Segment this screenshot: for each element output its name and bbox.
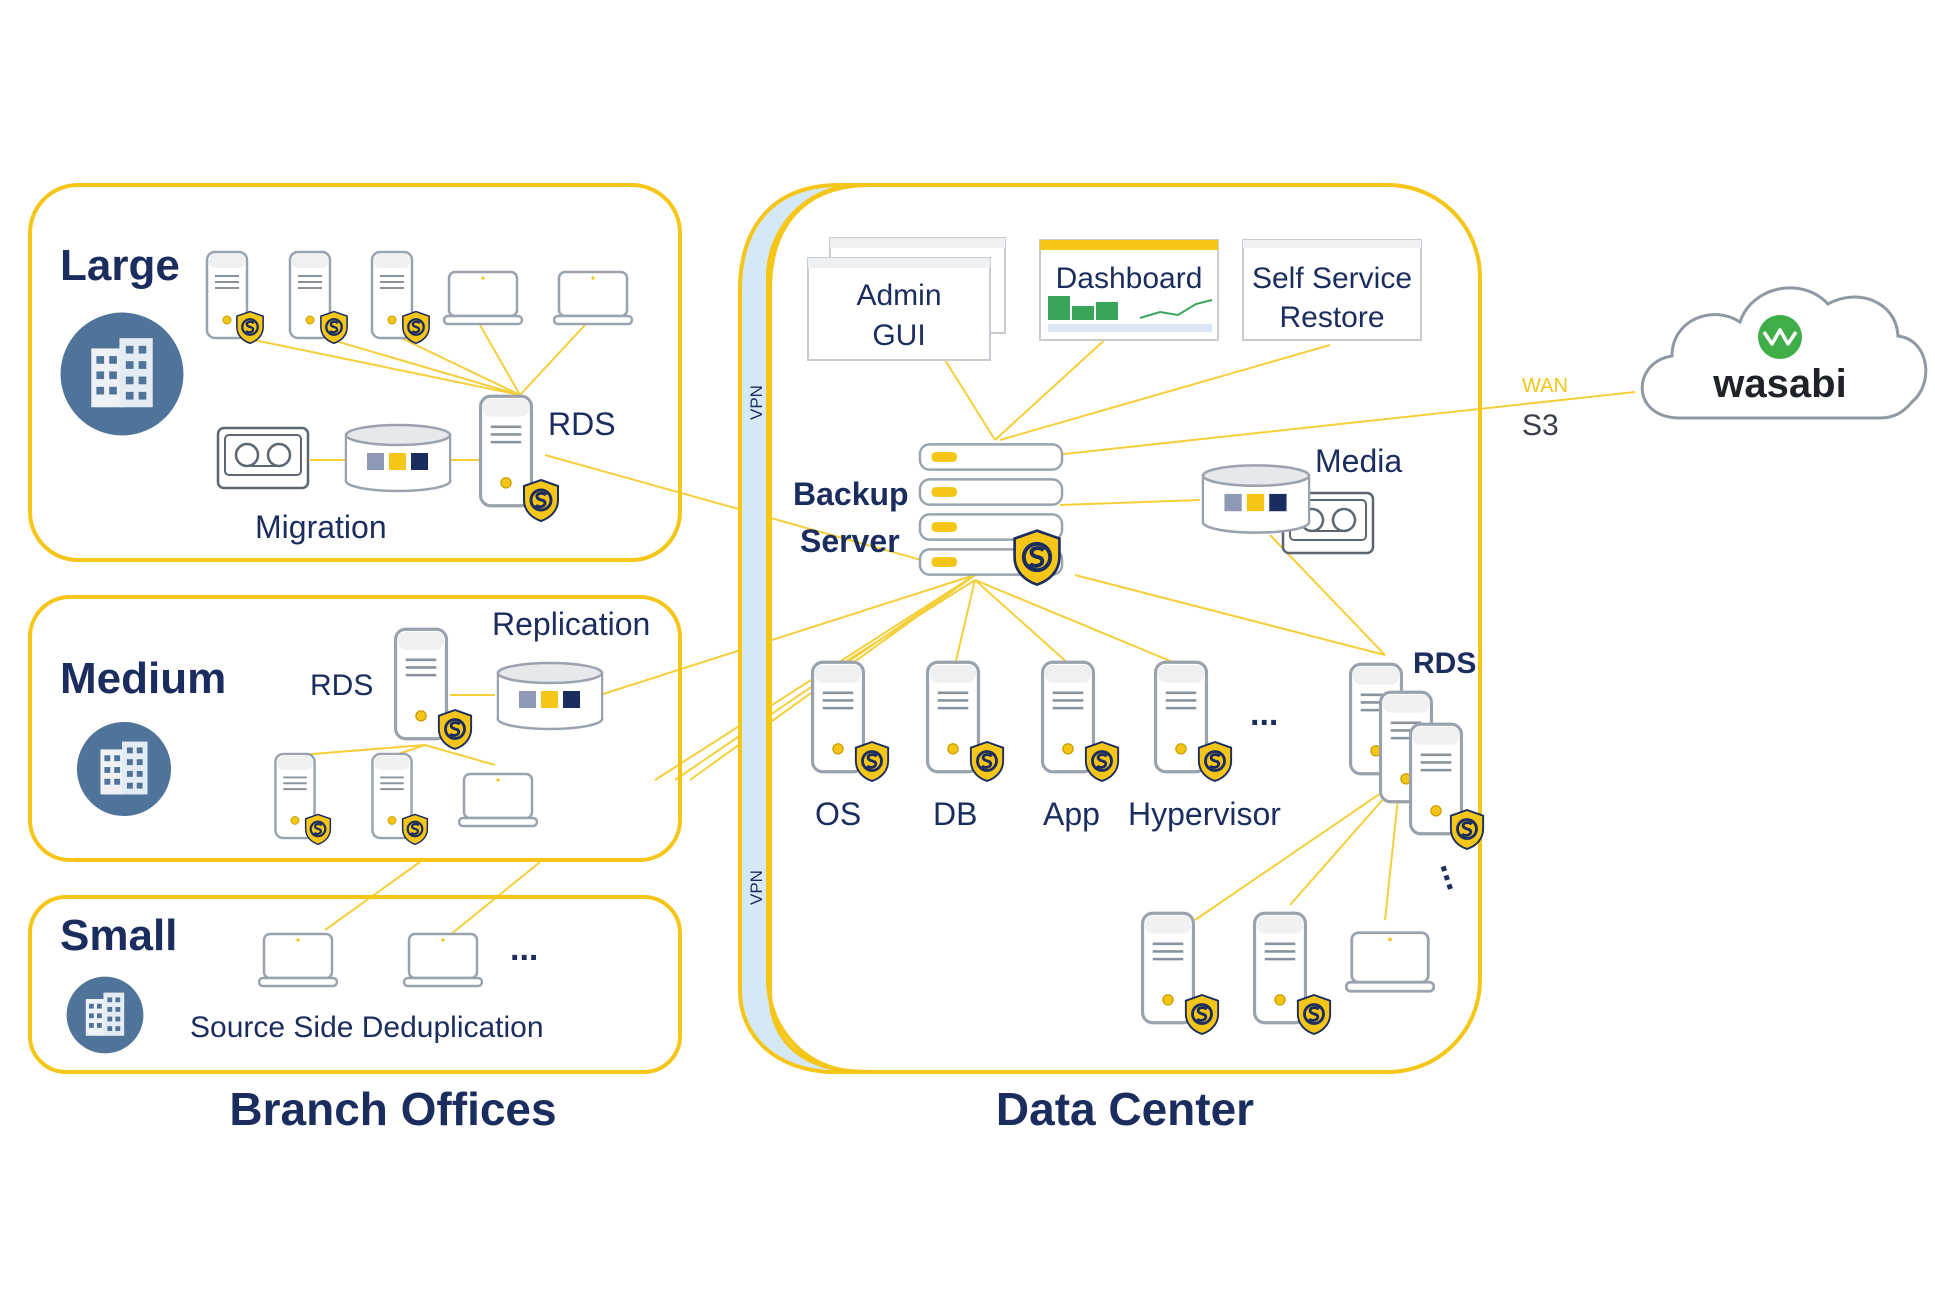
- backup-label-line2: Server: [800, 523, 900, 559]
- backup-label-line1: Backup: [793, 476, 909, 512]
- shield-icon: [437, 708, 473, 750]
- replication-label: Replication: [492, 606, 650, 642]
- laptop-icon: [258, 932, 338, 988]
- laptop-icon: [458, 772, 538, 828]
- self-service-line1: Self Service: [1252, 262, 1412, 295]
- small-office-label: Small: [60, 911, 177, 960]
- shield-icon: [401, 310, 431, 344]
- shield-icon: [1197, 740, 1233, 782]
- backup-shield-icon: [1015, 531, 1060, 585]
- vpn-label-bottom: VPN: [747, 870, 766, 905]
- data-center-box: [766, 183, 1482, 1074]
- small-office-box: [28, 895, 682, 1074]
- medium-rds-label: RDS: [310, 669, 373, 702]
- migration-label: Migration: [255, 509, 387, 545]
- large-rds-label: RDS: [548, 406, 616, 442]
- tape-drive-icon: [216, 426, 310, 490]
- laptop-icon: [443, 270, 523, 326]
- shield-icon: [304, 813, 332, 845]
- medium-office-label: Medium: [60, 654, 226, 703]
- app-label: App: [1043, 796, 1100, 832]
- os-label: OS: [815, 796, 861, 832]
- building-medium-icon: [76, 721, 172, 817]
- shield-icon: [401, 813, 429, 845]
- s3-label: S3: [1522, 409, 1559, 442]
- branch-offices-group: [28, 183, 682, 1074]
- vpn-label-top: VPN: [747, 385, 766, 420]
- hypervisor-label: Hypervisor: [1128, 796, 1281, 832]
- shield-icon: [1449, 808, 1485, 850]
- servers-more-ellipsis: ...: [1250, 695, 1278, 733]
- shield-icon: [319, 310, 349, 344]
- shield-icon: [1296, 993, 1332, 1035]
- dc-rds-label: RDS: [1413, 647, 1476, 680]
- backup-server: Backup Server: [793, 443, 1064, 585]
- admin-gui-line1: Admin: [856, 279, 941, 312]
- admin-gui-window: Admin GUI: [807, 237, 1006, 361]
- shield-icon: [1184, 993, 1220, 1035]
- self-service-window: Self Service Restore: [1242, 239, 1422, 341]
- large-office-box: [28, 183, 682, 562]
- data-center-group: VPN VPN: [738, 183, 1482, 1074]
- data-center-title: Data Center: [996, 1083, 1254, 1135]
- dashboard-window: Dashboard: [1039, 239, 1219, 341]
- building-small-icon: [66, 976, 144, 1054]
- large-office-content: Large RDS Migration: [60, 241, 633, 545]
- building-large-icon: [60, 312, 184, 436]
- source-side-dedup-label: Source Side Deduplication: [190, 1011, 544, 1044]
- shield-icon: [1084, 740, 1120, 782]
- laptop-icon: [1345, 931, 1435, 993]
- dashboard-label: Dashboard: [1056, 262, 1203, 295]
- small-more-ellipsis: ...: [510, 930, 538, 968]
- small-office-content: Small ... Source Side Deduplication: [60, 911, 544, 1054]
- media-label: Media: [1315, 443, 1402, 479]
- shield-icon: [522, 478, 560, 522]
- shield-icon: [969, 740, 1005, 782]
- db-label: DB: [933, 796, 977, 832]
- disk-storage-icon: [344, 423, 452, 493]
- wasabi-logo-icon: [1758, 315, 1802, 359]
- cloud-group: WAN S3 wasabi: [1522, 286, 1928, 442]
- medium-office-content: Medium RDS Replication: [60, 606, 650, 845]
- laptop-icon: [403, 932, 483, 988]
- medium-office-box: [28, 595, 682, 862]
- data-center-content: Admin GUI Dashboard Self Service Restore: [793, 237, 1485, 1035]
- media-disk-icon: [1201, 464, 1311, 534]
- self-service-line2: Restore: [1279, 301, 1384, 334]
- rds-vertical-ellipsis: ...: [1432, 856, 1477, 895]
- branch-offices-title: Branch Offices: [229, 1083, 556, 1135]
- shield-icon: [235, 310, 265, 344]
- shield-icon: [854, 740, 890, 782]
- rack-unit: [918, 478, 1064, 506]
- disk-storage-icon: [496, 661, 604, 731]
- admin-gui-line2: GUI: [872, 319, 925, 352]
- large-office-label: Large: [60, 241, 180, 290]
- wan-label: WAN: [1522, 375, 1568, 397]
- connection-lines: [229, 324, 1636, 936]
- rack-unit: [918, 443, 1064, 471]
- wasabi-wordmark: wasabi: [1712, 362, 1846, 406]
- laptop-icon: [553, 270, 633, 326]
